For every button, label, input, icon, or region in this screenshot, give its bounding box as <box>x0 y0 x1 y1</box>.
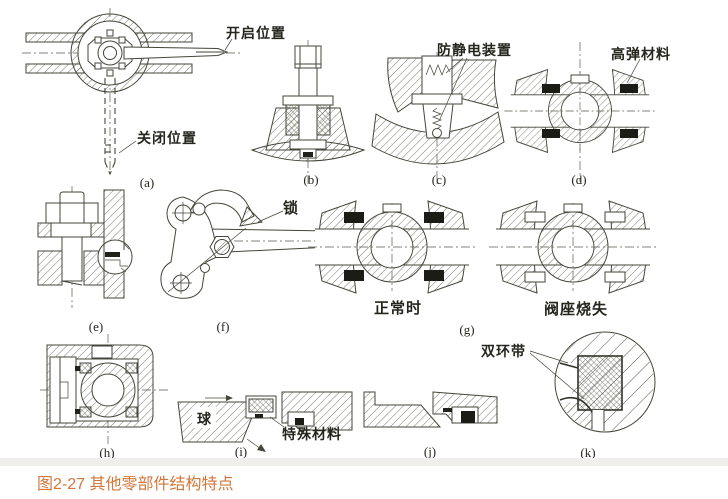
panel-k-drawing <box>529 331 656 433</box>
panel-label-h: (h) <box>99 445 115 460</box>
panel-label-k: (k) <box>580 445 596 460</box>
panel-d-drawing <box>503 42 657 182</box>
annotation-normal-condition: 正常时 <box>374 301 423 317</box>
panel-label-j: (j) <box>423 444 437 459</box>
figure-caption: 图2-27 其他零部件结构特点 <box>37 476 234 493</box>
panel-label-b: (b) <box>303 172 319 187</box>
panel-label-e: (e) <box>88 319 104 334</box>
annotation-antistatic-device: 防静电装置 <box>437 44 512 59</box>
panel-label-f: (f) <box>216 319 230 334</box>
panel-label-a: (a) <box>139 175 155 190</box>
annotation-high-elastic-material: 高弹材料 <box>611 48 671 63</box>
image-bottom-edge <box>0 458 728 466</box>
annotation-closed-position: 关闭位置 <box>137 132 197 147</box>
annotation-lock: 锁 <box>283 201 300 217</box>
panel-i-drawing <box>177 391 353 452</box>
panel-g-drawing <box>307 200 658 294</box>
panel-j-drawing <box>363 391 498 428</box>
panel-h-drawing <box>40 334 168 444</box>
panel-c-drawing <box>371 52 505 184</box>
panel-label-d: (d) <box>571 172 587 187</box>
panel-b-drawing <box>250 40 366 184</box>
panel-a-drawing <box>22 8 240 176</box>
annotation-seat-burned-out: 阀座烧失 <box>544 302 609 318</box>
annotation-double-ring-band: 双环带 <box>481 345 526 360</box>
panel-e-drawing <box>37 186 133 308</box>
annotation-open-position: 开启位置 <box>226 27 286 42</box>
annotation-special-material: 特殊材料 <box>282 428 342 443</box>
panel-f-drawing <box>160 189 338 299</box>
panel-label-i: (i) <box>234 444 248 459</box>
panel-label-g: (g) <box>459 322 475 337</box>
annotation-ball: 球 <box>197 413 212 428</box>
panel-label-c: (c) <box>431 172 447 187</box>
